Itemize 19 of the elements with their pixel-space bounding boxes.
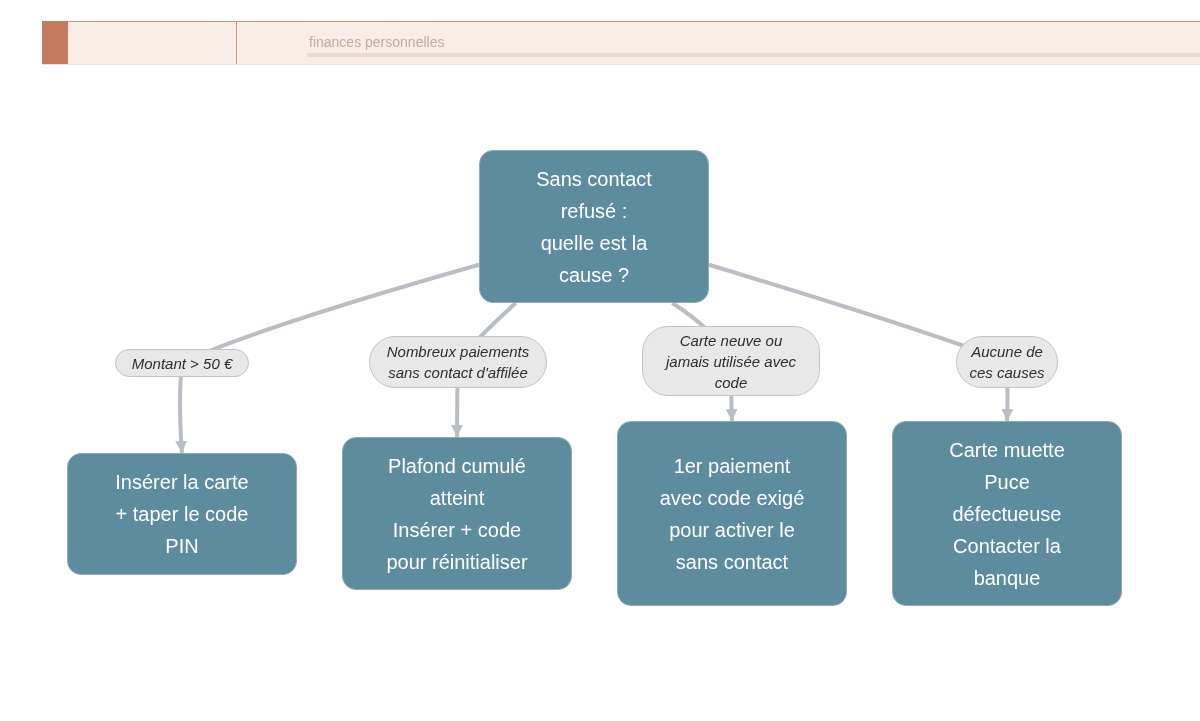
result-box <box>892 421 1122 606</box>
node-text: Contacter la banque <box>952 533 1062 591</box>
condition-label: Montant > 50 € <box>115 349 249 377</box>
result-box <box>617 421 847 606</box>
tagline-text: finances personnelles <box>309 33 445 51</box>
condition-label: Carte neuve ou jamais utilisée avec code <box>642 326 820 396</box>
node-text: Sans contact refusé : quelle est la cause ? <box>535 166 653 288</box>
node-text: Insérer + code pour réinitialiser <box>385 517 529 575</box>
result-box <box>342 437 572 590</box>
node-text: Plafond cumulé atteint <box>387 453 527 511</box>
question-box <box>479 150 709 303</box>
connector-arrow <box>175 262 480 454</box>
condition-label: Nombreux paiements sans contact d'affilée <box>369 336 547 388</box>
node-text: Puce défectueuse <box>951 469 1063 527</box>
condition-label: Aucune de ces causes <box>956 336 1058 388</box>
node-text: Carte muette <box>949 437 1065 463</box>
node-text: Insérer la carte + taper le code PIN <box>114 470 250 559</box>
result-box <box>67 453 297 575</box>
node-text: 1er paiement avec code exigé pour activer le sans contact <box>658 453 806 575</box>
